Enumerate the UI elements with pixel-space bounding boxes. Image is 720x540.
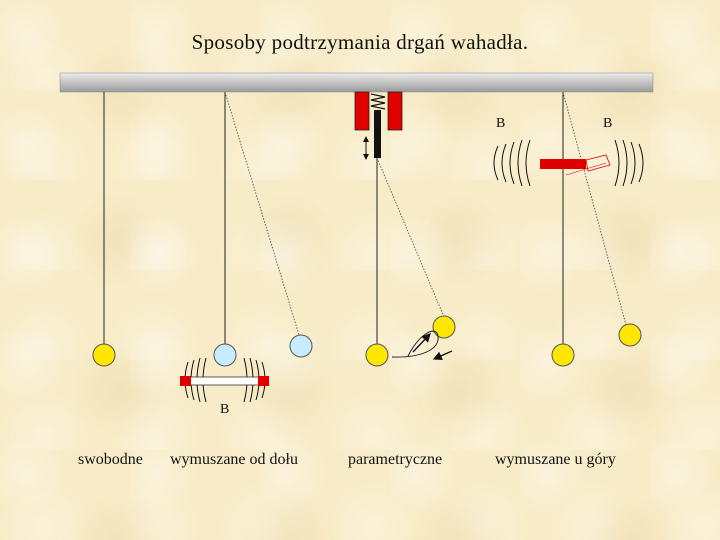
field-label-b-bottom: B: [220, 402, 230, 417]
pendulum-bob: [365, 343, 389, 367]
pendulum-bob: [92, 343, 116, 367]
pendulum-bob: [551, 343, 575, 367]
clamp-right: [387, 91, 403, 131]
pendulum-driven-top: [493, 91, 644, 367]
magnet-pole-right: [258, 376, 269, 386]
force-arrow-down: [432, 350, 453, 360]
clamp-left: [354, 91, 370, 131]
caption-parametric: parametryczne: [348, 451, 443, 468]
spring-icon: [370, 93, 386, 110]
caption-driven-bottom: wymuszane od dołu: [170, 451, 298, 468]
support-bar: [59, 72, 654, 93]
magnet-tilt-line: [565, 162, 607, 176]
pendulum-bob-deflected: [618, 323, 642, 347]
electromagnet-core: [187, 376, 265, 386]
pendulum-free: [92, 92, 116, 367]
pendulum-string-deflected: [224, 91, 300, 336]
magnetic-field-lines: [493, 139, 644, 187]
field-label-b-left: B: [496, 116, 506, 131]
pendulum-string-deflected: [376, 157, 445, 318]
pendulum-driven-bottom: [180, 91, 313, 403]
pendulum-bob-deflected: [289, 334, 313, 358]
bob-trajectory: [391, 330, 439, 358]
arrow-down-head: [363, 154, 369, 160]
arrow-up-head: [363, 136, 369, 142]
magnet-bar-deflected: [585, 154, 611, 172]
caption-driven-top: wymuszane u góry: [495, 451, 616, 468]
pendulum-string-deflected: [562, 91, 627, 326]
caption-free: swobodne: [78, 451, 143, 468]
force-arrow-up: [412, 333, 431, 353]
magnet-pole-left: [180, 376, 191, 386]
field-label-b-right: B: [603, 116, 613, 131]
pendulum-parametric: [354, 91, 456, 367]
sliding-rod: [374, 110, 381, 158]
pendulum-bob-deflected: [432, 315, 456, 339]
pendulum-bob: [213, 343, 237, 367]
page-title: Sposoby podtrzymania drgań wahadła.: [191, 30, 529, 54]
magnet-bar: [540, 159, 586, 169]
